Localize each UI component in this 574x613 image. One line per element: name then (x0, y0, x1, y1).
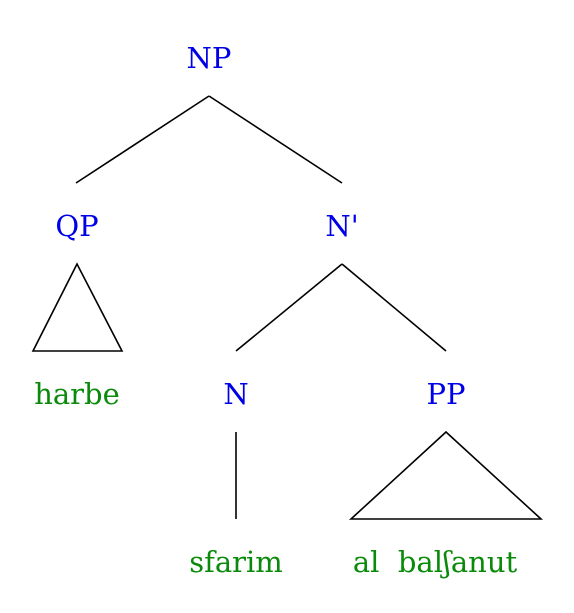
leaf-al-balshanut: al balʃanut (353, 545, 518, 579)
leaf-sfarim: sfarim (189, 545, 283, 579)
leaf-harbe: harbe (34, 377, 120, 411)
node-qp: QP (55, 209, 98, 243)
pp-triangle (348, 430, 544, 520)
edge-np-nbar (208, 95, 343, 184)
edge-nbar-pp (341, 263, 447, 352)
qp-triangle (31, 262, 124, 352)
node-np: NP (187, 41, 232, 75)
node-nbar: N' (325, 209, 358, 243)
node-n: N (223, 377, 248, 411)
edge-np-qp (75, 95, 210, 184)
edge-nbar-n (235, 263, 343, 352)
node-pp: PP (426, 377, 465, 411)
